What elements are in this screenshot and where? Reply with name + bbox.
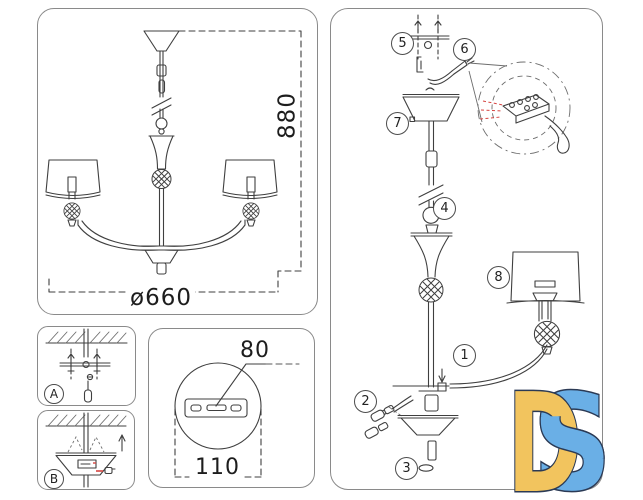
chandelier-drawing (45, 30, 302, 293)
trumpet-column (148, 135, 175, 170)
slot-dimension-label: 80 (240, 338, 270, 363)
bracket-dimension-panel: 80 110 (148, 328, 315, 488)
length-break-symbol (418, 184, 444, 206)
lamp-shade-right (222, 159, 278, 200)
crystal-ball-center (151, 169, 172, 189)
wire-entry-leaders (479, 100, 504, 120)
logo-letters: S D (506, 382, 613, 500)
finial-cap (418, 464, 434, 472)
mount-step-b-panel: B (37, 410, 135, 490)
left-socket-cup (67, 219, 77, 227)
length-break-symbol (151, 97, 172, 116)
step-marker-2: 2 (354, 390, 377, 413)
step-marker-4: 4 (433, 197, 456, 220)
locking-screw (104, 466, 116, 475)
canopy-cup (402, 87, 460, 123)
ceiling-canopy (143, 30, 180, 52)
rod-below-canopy (83, 474, 89, 488)
strain-relief-knob (425, 87, 435, 91)
assembly-panel: 1 2 3 4 5 6 7 8 (330, 8, 603, 490)
center-rod (83, 412, 89, 454)
ceiling-hatch (45, 331, 128, 344)
socket-cylinder (538, 300, 552, 322)
assembly-drawing (364, 14, 585, 472)
split-ring (422, 206, 440, 224)
terminal-screwdriver (544, 115, 570, 154)
dimension-height-label: 880 (274, 92, 301, 139)
small-screw (86, 373, 94, 381)
dimension-diameter-label: ø660 (127, 286, 195, 311)
crystal-ball-right (242, 202, 260, 220)
width-extension-lines (174, 408, 262, 478)
logo-letter-s: S (533, 382, 612, 500)
canopy-cup (55, 452, 117, 476)
mounting-plate (184, 398, 248, 418)
cable-loop (423, 40, 433, 50)
center-rod (427, 301, 435, 388)
canopy-side-screw (409, 116, 416, 123)
magnifier-cone (468, 62, 508, 123)
detail-circle-inner (491, 75, 557, 141)
lamp-shade-left (45, 159, 101, 200)
dimension-lines (48, 30, 302, 293)
right-screw-slot (230, 404, 242, 412)
step-letter-a: A (44, 384, 64, 404)
step-marker-8: 8 (487, 266, 510, 289)
detail-circle-outer (477, 61, 571, 155)
push-up-arrow (118, 434, 126, 452)
mount-step-a-panel: A (37, 326, 136, 406)
ds-logo: S D S (506, 382, 643, 500)
step-marker-5: 5 (391, 32, 414, 55)
bracket-drawing (174, 362, 300, 478)
mounting-screws (67, 353, 101, 372)
canopy-outline-circle (174, 362, 262, 450)
terminal-block (502, 94, 550, 124)
step-letter-b: B (44, 469, 64, 489)
strain-clamp (416, 56, 424, 73)
mount-b-drawing (45, 412, 127, 488)
trumpet-column (410, 224, 453, 278)
screw-guide-lines (417, 14, 439, 60)
right-socket-cup (246, 219, 256, 227)
plate-dimension-label: 110 (195, 455, 240, 480)
arm-neck (541, 346, 553, 355)
suspension-stem (151, 50, 172, 119)
step-marker-7: 7 (386, 112, 409, 135)
mounting-bracket-bar (59, 360, 111, 369)
mount-a-drawing (45, 328, 128, 403)
suspension-rod (418, 120, 444, 208)
bottom-bobeche (140, 245, 183, 275)
threaded-rod (83, 328, 89, 358)
insert-arrow (438, 368, 446, 383)
arm-slot (437, 382, 447, 392)
logo-letter-d: D (507, 382, 582, 500)
crystal-ball-arm (533, 320, 561, 348)
hook-ring (155, 117, 168, 135)
slot-leader-line (215, 363, 300, 407)
left-screw-slot (190, 404, 202, 412)
step-marker-6: 6 (453, 38, 476, 61)
crystal-ball-column (418, 277, 444, 303)
crystal-ball-left (63, 202, 81, 220)
mains-wire (427, 54, 475, 85)
screwdriver (83, 380, 93, 403)
wire-connectors (364, 395, 414, 439)
ceiling-hatch (45, 414, 127, 427)
lamp-shade (506, 251, 585, 322)
overview-panel: 880 ø660 (37, 8, 318, 315)
arm-hub-plate (392, 368, 450, 412)
curved-arm (449, 344, 548, 389)
step-marker-3: 3 (395, 457, 418, 480)
spring-clips (67, 435, 105, 453)
step-marker-1: 1 (453, 344, 476, 367)
center-rod (158, 187, 165, 247)
socket-rows (534, 280, 556, 288)
bottom-bobeche (397, 414, 459, 461)
mounting-bracket-bar (408, 20, 450, 50)
